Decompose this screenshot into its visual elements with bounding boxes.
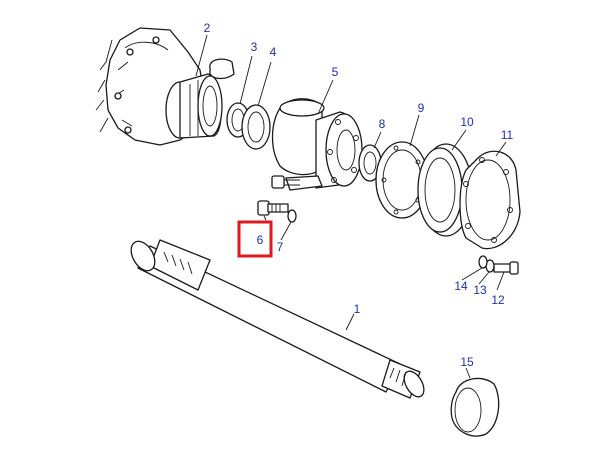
part-5-hub-housing[interactable] bbox=[271, 98, 363, 191]
part-15-hub-cap[interactable] bbox=[450, 377, 500, 437]
part-8-oil-seal[interactable] bbox=[358, 144, 382, 182]
callout-8[interactable]: 8 bbox=[379, 117, 386, 131]
highlight-box bbox=[237, 220, 273, 258]
callout-10[interactable]: 10 bbox=[460, 115, 474, 129]
part-12-bolt[interactable] bbox=[493, 261, 519, 275]
part-2-axle-housing[interactable] bbox=[95, 27, 235, 146]
callout-labels: 2 3 4 5 8 9 10 11 6 7 14 13 12 1 15 bbox=[204, 21, 514, 369]
callout-13[interactable]: 13 bbox=[473, 283, 487, 297]
callout-4[interactable]: 4 bbox=[270, 45, 277, 59]
callout-15[interactable]: 15 bbox=[460, 355, 474, 369]
callout-14[interactable]: 14 bbox=[454, 279, 468, 293]
callout-2[interactable]: 2 bbox=[204, 21, 211, 35]
part-1-axle-shaft[interactable] bbox=[126, 237, 428, 400]
callout-3[interactable]: 3 bbox=[251, 40, 258, 54]
callout-9[interactable]: 9 bbox=[418, 101, 425, 115]
part-14-washer[interactable] bbox=[478, 255, 488, 269]
part-6-bolt[interactable] bbox=[257, 200, 289, 216]
callout-12[interactable]: 12 bbox=[491, 293, 505, 307]
callout-1[interactable]: 1 bbox=[354, 302, 361, 316]
callout-5[interactable]: 5 bbox=[332, 65, 339, 79]
callout-7[interactable]: 7 bbox=[277, 240, 284, 254]
part-10-hub-seal[interactable] bbox=[417, 143, 473, 237]
leader-lines bbox=[195, 34, 507, 379]
part-11-cover-plate[interactable] bbox=[459, 150, 521, 250]
callout-11[interactable]: 11 bbox=[501, 128, 514, 142]
part-4-seal[interactable] bbox=[241, 104, 271, 150]
callout-6[interactable]: 6 bbox=[257, 233, 264, 247]
part-7-washer[interactable] bbox=[287, 209, 297, 223]
